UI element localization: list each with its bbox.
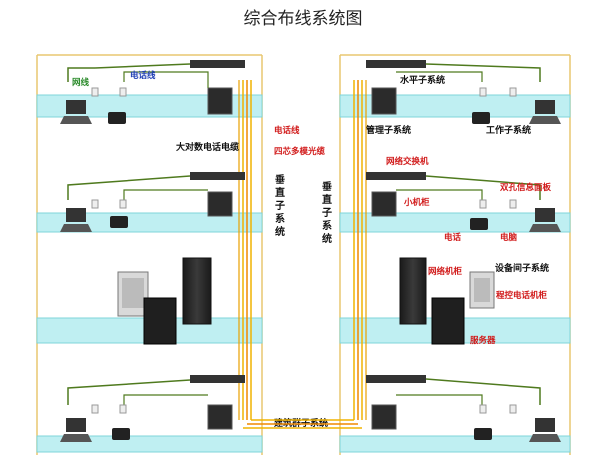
label-work-area: 工作子系统 [486, 124, 531, 136]
laptop-icon [529, 208, 561, 232]
desk-phone-icon [108, 112, 126, 124]
svg-text:统: 统 [275, 225, 285, 238]
wall-cabinet-icon [207, 404, 233, 430]
server-rack-icon [469, 271, 495, 309]
desk-phone-icon [110, 216, 128, 228]
laptop-icon [529, 100, 561, 124]
wall-cabinet-icon [371, 87, 397, 115]
svg-text:子: 子 [322, 207, 332, 219]
network-switch-icon [366, 60, 426, 68]
label-network-switch: 网络交换机 [386, 156, 429, 167]
network-switch-icon [366, 172, 426, 180]
desk-phone-icon [474, 428, 492, 440]
page-title: 综合布线系统图 [244, 9, 363, 29]
svg-text:系: 系 [275, 212, 285, 225]
info-outlet-icon [119, 199, 127, 209]
desk-phone-icon [470, 218, 488, 230]
tower-server-icon [431, 297, 465, 345]
network-switch-icon [366, 375, 426, 383]
label-small-cabinet: 小机柜 [403, 197, 430, 208]
svg-text:系: 系 [322, 219, 332, 232]
desk-phone-icon [472, 112, 490, 124]
left-building: 网线 电话线 [36, 54, 328, 455]
wall-cabinet-icon [371, 404, 397, 430]
wall-cabinet-icon [207, 191, 233, 217]
tower-server-icon [143, 297, 177, 345]
vertical-cable-bundle [238, 80, 252, 420]
label-fiber-cable: 四芯多模光缆 [274, 146, 326, 157]
laptop-icon [529, 418, 561, 442]
label-building-group: 建筑群子系统 [274, 417, 328, 429]
svg-text:直: 直 [322, 193, 332, 206]
label-server: 服务器 [470, 335, 496, 346]
desk-phone-icon [112, 428, 130, 440]
server-rack-icon [399, 257, 427, 325]
label-network-cabinet: 网络机柜 [428, 266, 463, 277]
svg-text:直: 直 [275, 186, 285, 199]
wall-cabinet-icon [371, 191, 397, 217]
info-outlet-icon [91, 199, 99, 209]
network-switch-icon [190, 375, 245, 383]
label-phone-line-red: 电话线 [274, 125, 300, 136]
info-outlet-icon [119, 87, 127, 97]
building-group-cables [243, 419, 362, 429]
vertical-cable-bundle [353, 80, 367, 420]
server-rack-icon [182, 257, 212, 325]
label-pbx-cabinet: 程控电话机柜 [496, 290, 548, 301]
right-building: 水平子系统 管理子系统 工作子系统 网络交换机 小机柜 双孔信息面板 电话 电脑 [322, 54, 571, 455]
server-rack-icon [117, 271, 149, 317]
wall-cabinet-icon [207, 87, 233, 115]
info-outlet-icon [91, 87, 99, 97]
label-bulk-phone-cable: 大对数电话电缆 [176, 141, 239, 153]
label-vertical-left: 垂 直 子 系 统 [275, 173, 285, 238]
laptop-icon [60, 100, 92, 124]
floor-slab [36, 435, 263, 453]
floor-slab [36, 94, 263, 118]
svg-text:子: 子 [275, 200, 285, 212]
svg-text:垂: 垂 [322, 180, 332, 193]
info-outlet-icon [91, 404, 99, 414]
label-phone: 电话 [444, 232, 462, 243]
network-switch-icon [190, 172, 245, 180]
info-outlet-icon [119, 404, 127, 414]
laptop-icon [60, 418, 92, 442]
label-equipment-room: 设备间子系统 [495, 262, 549, 274]
laptop-icon [60, 208, 92, 232]
network-switch-icon [190, 60, 245, 68]
svg-text:统: 统 [322, 232, 332, 245]
label-vertical-right: 垂 直 子 系 统 [322, 180, 332, 245]
label-computer: 电脑 [500, 232, 518, 243]
svg-text:垂: 垂 [275, 173, 285, 186]
label-network-line: 网线 [72, 77, 90, 88]
label-horizontal: 水平子系统 [400, 74, 445, 86]
label-phone-line: 电话线 [130, 70, 156, 81]
label-management: 管理子系统 [366, 124, 411, 136]
label-dual-panel: 双孔信息面板 [500, 182, 552, 193]
floor-slab [36, 212, 263, 233]
